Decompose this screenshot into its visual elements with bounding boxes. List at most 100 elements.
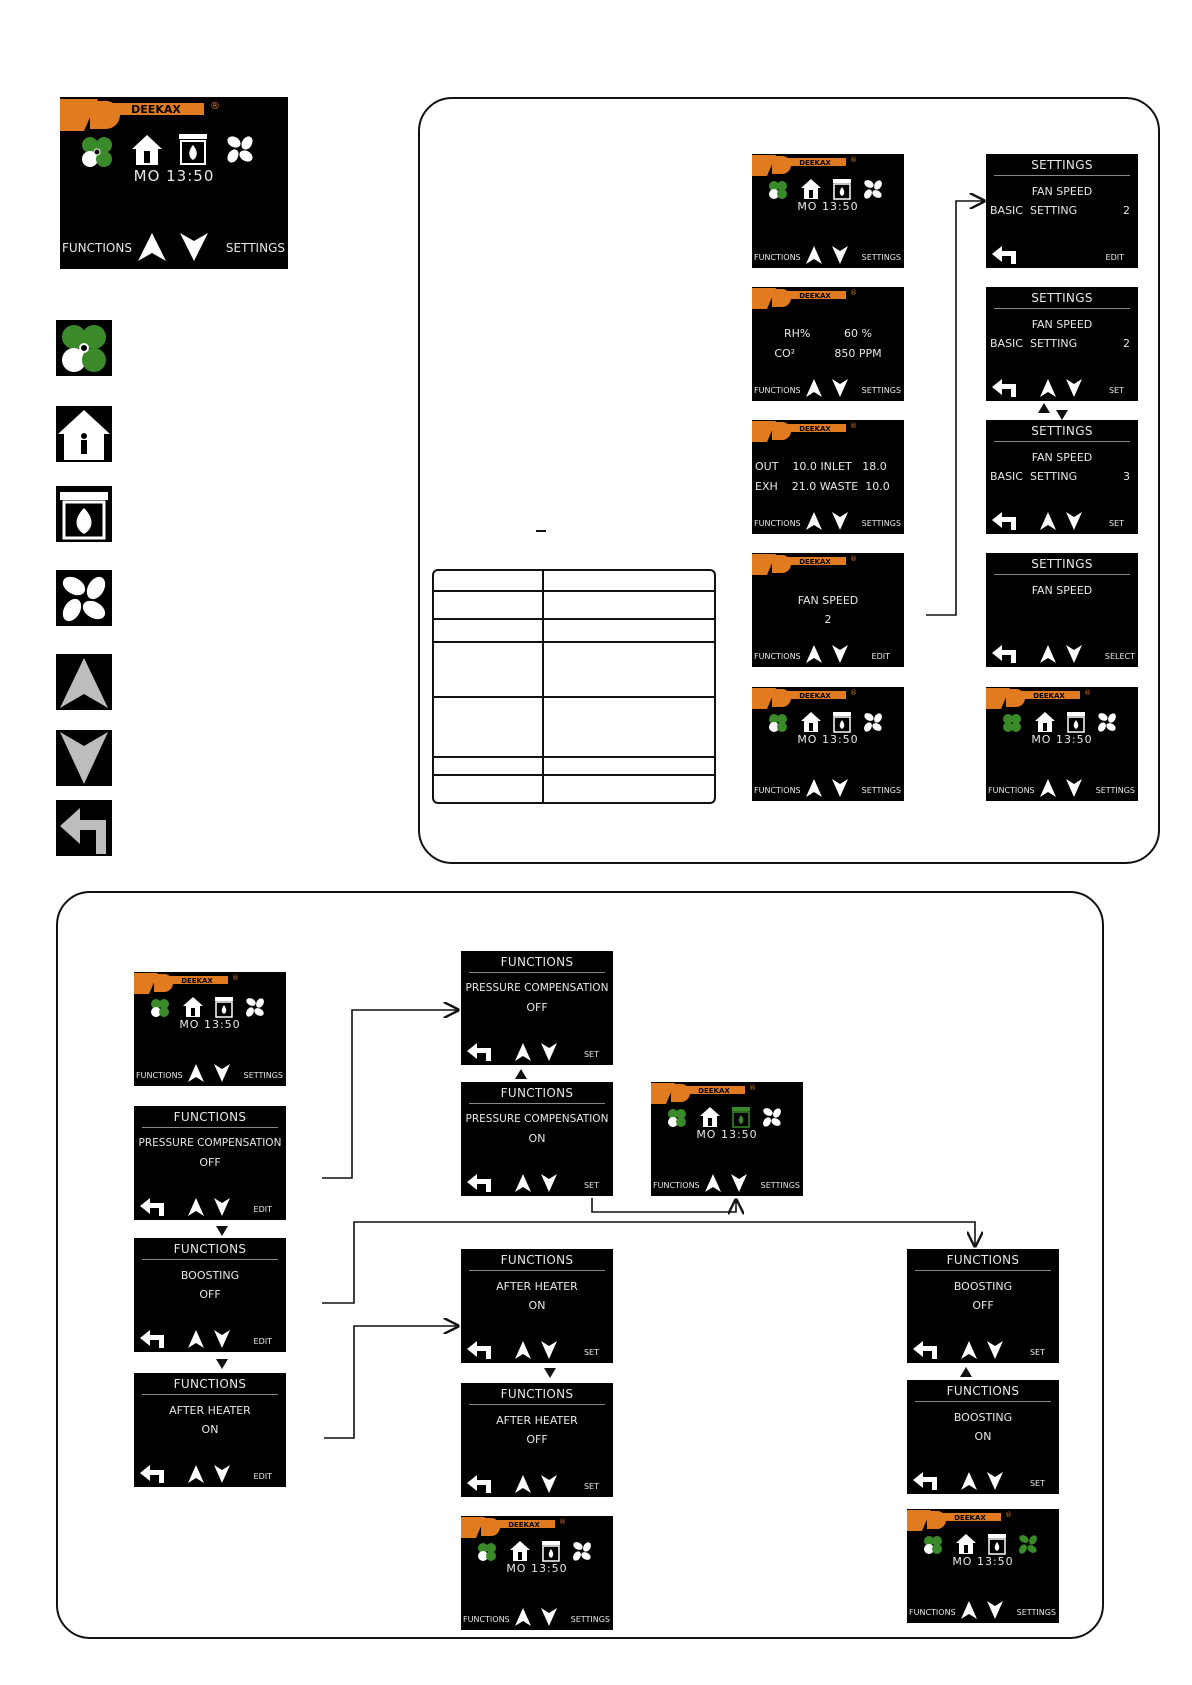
state-on: ON: [528, 1299, 546, 1312]
set-label: SET: [1108, 386, 1124, 395]
clock-text: MO 13:50: [133, 167, 215, 185]
back-icon: [992, 246, 1016, 264]
after-heater-label: AFTER HEATER: [496, 1414, 578, 1427]
settings-header: SETTINGS: [986, 154, 1138, 176]
settings-label: SETTINGS: [861, 786, 901, 795]
out-label: OUT: [755, 460, 779, 473]
clock-text: MO 13:50: [952, 1555, 1014, 1568]
deekax-logo-icon: DEEKAX®: [752, 688, 857, 709]
fan-speed-value: 2: [824, 613, 832, 626]
after-heater-label: AFTER HEATER: [496, 1280, 578, 1293]
set-label: SET: [583, 1181, 599, 1190]
state-off: OFF: [526, 1001, 548, 1014]
boosting-label: BOOSTING: [180, 1269, 240, 1282]
back-icon: [467, 1174, 491, 1192]
screen-settings-basic-set-3: SETTINGS FAN SPEED BASIC SETTING 3 SET: [986, 420, 1138, 534]
settings-label: SETTINGS: [1095, 786, 1135, 795]
svg-text:DEEKAX: DEEKAX: [799, 692, 831, 700]
down-arrow-icon: [1066, 645, 1082, 663]
edit-label: EDIT: [253, 1472, 272, 1481]
functions-label: FUNCTIONS: [754, 519, 801, 528]
fan-icon: [227, 136, 253, 163]
fan-green-icon: [769, 714, 787, 732]
home-icon: [956, 1534, 976, 1554]
svg-text:DEEKAX: DEEKAX: [954, 1514, 986, 1522]
deekax-logo-icon: DEEKAX®: [907, 1510, 1012, 1531]
deekax-logo-icon: DEEKAX®: [752, 421, 857, 442]
screen-settings-basic-edit: SETTINGS FAN SPEED BASIC SETTING 2 EDIT: [986, 154, 1138, 268]
main-display-large: DEEKAX ® MO 13:50 FUNCTIONS SETTINGS: [60, 97, 288, 269]
functions-label: FUNCTIONS: [988, 786, 1035, 795]
svg-text:®: ®: [749, 1084, 756, 1092]
home-icon: [700, 1107, 720, 1127]
down-arrow-icon: [214, 1465, 230, 1483]
down-arrow-icon: [214, 1330, 230, 1348]
waste-label: WASTE: [819, 480, 859, 493]
home-icon: [1035, 712, 1055, 732]
basic-setting-value: 2: [1123, 337, 1130, 350]
settings-header: SETTINGS: [986, 553, 1138, 575]
fan-green-icon: [478, 1543, 496, 1561]
back-icon: [467, 1475, 491, 1493]
functions-label: FUNCTIONS: [754, 786, 801, 795]
up-arrow-icon: [515, 1043, 531, 1061]
up-arrow-icon: [961, 1472, 977, 1490]
fan-icon: [1098, 713, 1116, 732]
deekax-logo-icon: DEEKAX®: [752, 155, 857, 176]
back-icon: [140, 1330, 164, 1348]
fan-speed-title: FAN SPEED: [1031, 318, 1093, 331]
down-arrow-icon: [832, 779, 848, 797]
state-on: ON: [974, 1430, 992, 1443]
state-off: OFF: [526, 1433, 548, 1446]
inlet-value: 18.0: [862, 460, 887, 473]
functions-label: FUNCTIONS: [463, 1615, 510, 1624]
pressure-compensation-label: PRESSURE COMPENSATION: [465, 982, 609, 994]
fan-green-icon: [668, 1109, 686, 1127]
fan-icon: [246, 998, 264, 1017]
home-icon: [510, 1541, 530, 1561]
edit-label: EDIT: [1105, 253, 1124, 262]
set-label: SET: [583, 1050, 599, 1059]
clock-text: MO 13:50: [797, 733, 859, 746]
back-icon: [467, 1043, 491, 1061]
functions-label: FUNCTIONS: [62, 241, 132, 255]
fan-speed-title: FAN SPEED: [797, 594, 859, 607]
functions-label: FUNCTIONS: [754, 386, 801, 395]
fireplace-icon: [215, 997, 233, 1018]
deekax-logo-icon: DEEKAX ®: [60, 99, 220, 131]
screen-after-heater-edit: FUNCTIONS AFTER HEATER ON EDIT: [134, 1373, 286, 1487]
fan-speed-title: FAN SPEED: [1031, 185, 1093, 198]
svg-text:®: ®: [850, 555, 857, 563]
settings-label: SETTINGS: [861, 386, 901, 395]
svg-text:®: ®: [850, 422, 857, 430]
boosting-label: BOOSTING: [953, 1411, 1013, 1424]
basic-setting-value: 2: [1123, 204, 1130, 217]
fireplace-icon: [542, 1541, 560, 1562]
home-icon: [801, 179, 821, 199]
deekax-logo-icon: DEEKAX®: [651, 1083, 756, 1104]
screen-after-heater-off-set: FUNCTIONS AFTER HEATER OFF SET: [461, 1383, 613, 1497]
legend-fan-green-icon: [56, 320, 112, 376]
fan-icon: [864, 180, 882, 199]
fan-icon: [864, 713, 882, 732]
down-arrow-icon: [541, 1341, 557, 1359]
state-off: OFF: [199, 1156, 221, 1169]
down-arrow-icon: [1066, 512, 1082, 530]
down-arrow-icon: [541, 1043, 557, 1061]
edit-label: EDIT: [253, 1337, 272, 1346]
functions-header: FUNCTIONS: [907, 1380, 1059, 1402]
functions-header: FUNCTIONS: [134, 1373, 286, 1395]
screen-settings-select: SETTINGS FAN SPEED SELECT: [986, 553, 1138, 667]
legend-home-icon: [56, 406, 112, 462]
back-icon: [992, 512, 1016, 530]
functions-header: FUNCTIONS: [461, 951, 613, 973]
svg-text:DEEKAX: DEEKAX: [1033, 692, 1065, 700]
fireplace-icon: [833, 712, 851, 733]
rh-value: 60 %: [844, 327, 872, 340]
settings-header: SETTINGS: [986, 287, 1138, 309]
pressure-compensation-label: PRESSURE COMPENSATION: [138, 1137, 282, 1149]
screen-home-bottom: DEEKAX® MO 13:50 FUNCTIONS SETTINGS: [134, 972, 286, 1086]
clock-text: MO 13:50: [696, 1128, 758, 1141]
clock-text: MO 13:50: [797, 200, 859, 213]
